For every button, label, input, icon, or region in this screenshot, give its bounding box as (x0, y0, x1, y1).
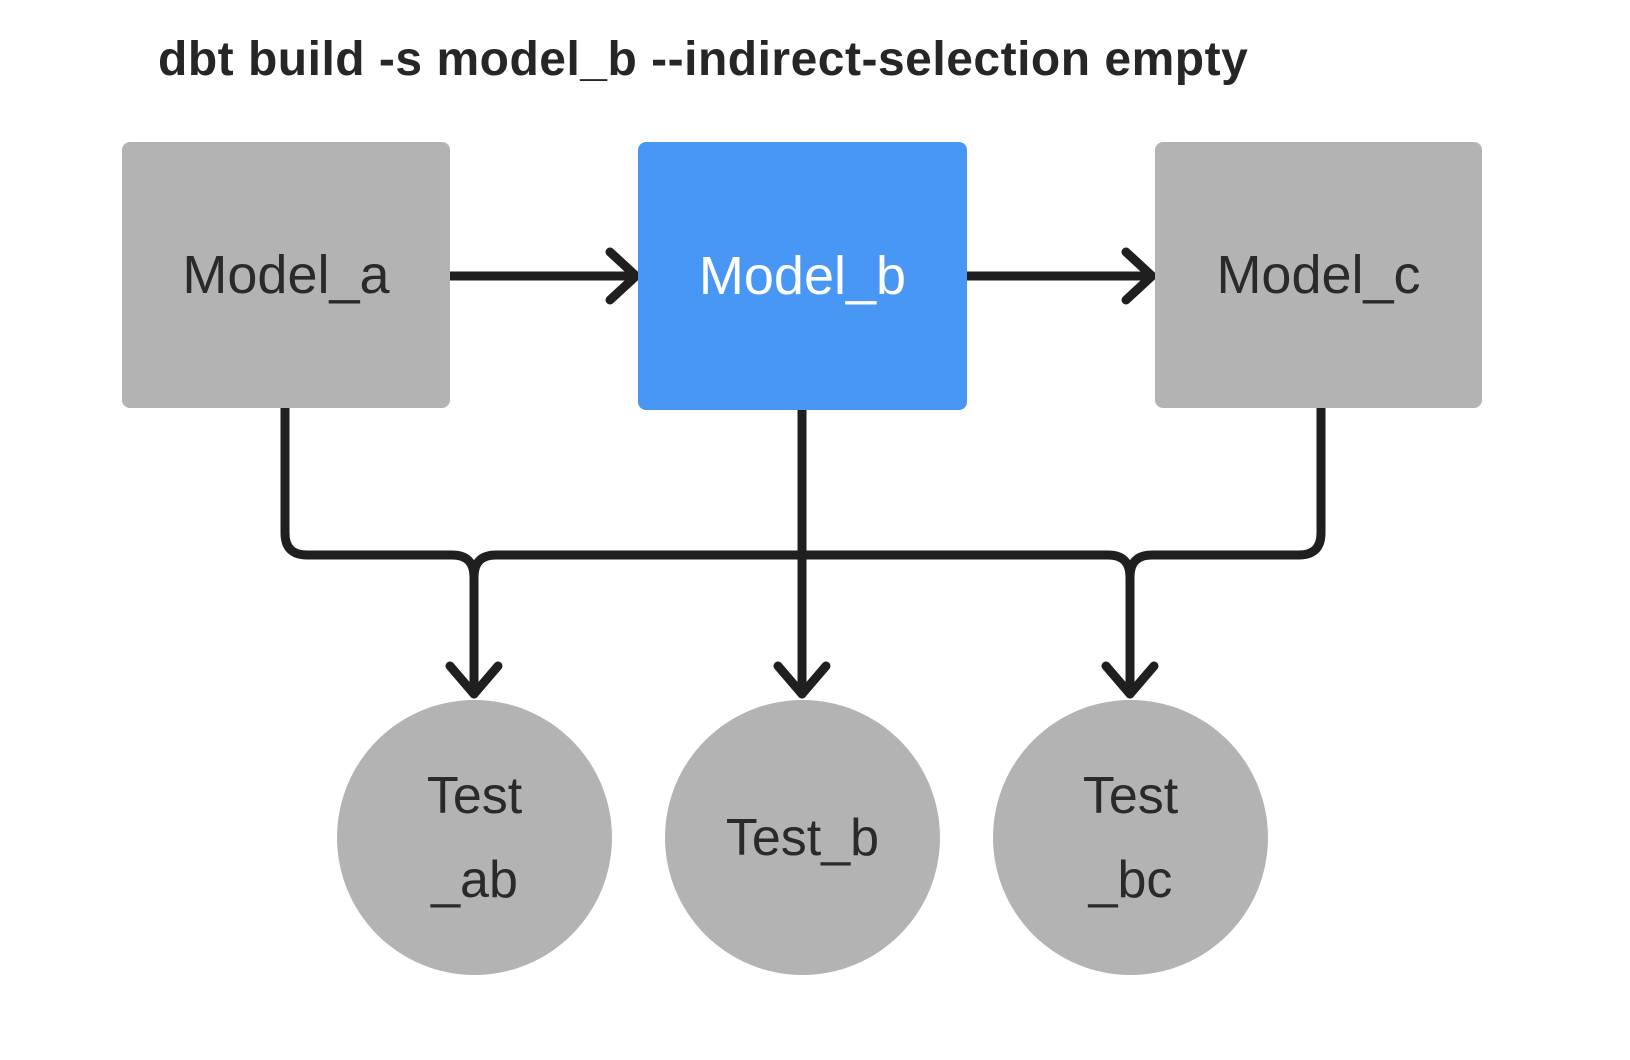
arrowhead-test-ab (445, 661, 503, 699)
node-test-bc-label-line1: Test (1082, 766, 1179, 825)
node-test-ab-label-line2: _ab (431, 850, 518, 909)
edge-model-a-to-test-ab (280, 403, 479, 699)
node-test-ab-label-line1: Test (426, 766, 523, 825)
arrowhead-test-bc (1101, 661, 1159, 699)
node-test-bc: Test _bc (993, 700, 1268, 975)
node-test-b-label-line1: Test_b (725, 808, 880, 867)
node-model-b-selected: Model_b (638, 142, 967, 410)
node-model-a: Model_a (122, 142, 450, 408)
diagram-title: dbt build -s model_b --indirect-selectio… (158, 33, 1249, 86)
node-model-c-label: Model_c (1216, 245, 1421, 305)
arrowhead-model-c (1121, 247, 1157, 305)
arrowhead-model-b (605, 247, 641, 305)
arrowhead-test-b (773, 661, 831, 699)
node-model-a-label: Model_a (182, 245, 390, 305)
node-model-c: Model_c (1155, 142, 1482, 408)
node-test-bc-label-line2: _bc (1088, 850, 1173, 909)
edge-model-c-to-test-bc (1125, 403, 1326, 699)
node-test-ab: Test _ab (337, 700, 612, 975)
node-model-b-label: Model_b (698, 246, 907, 306)
node-test-b: Test_b (665, 700, 940, 975)
